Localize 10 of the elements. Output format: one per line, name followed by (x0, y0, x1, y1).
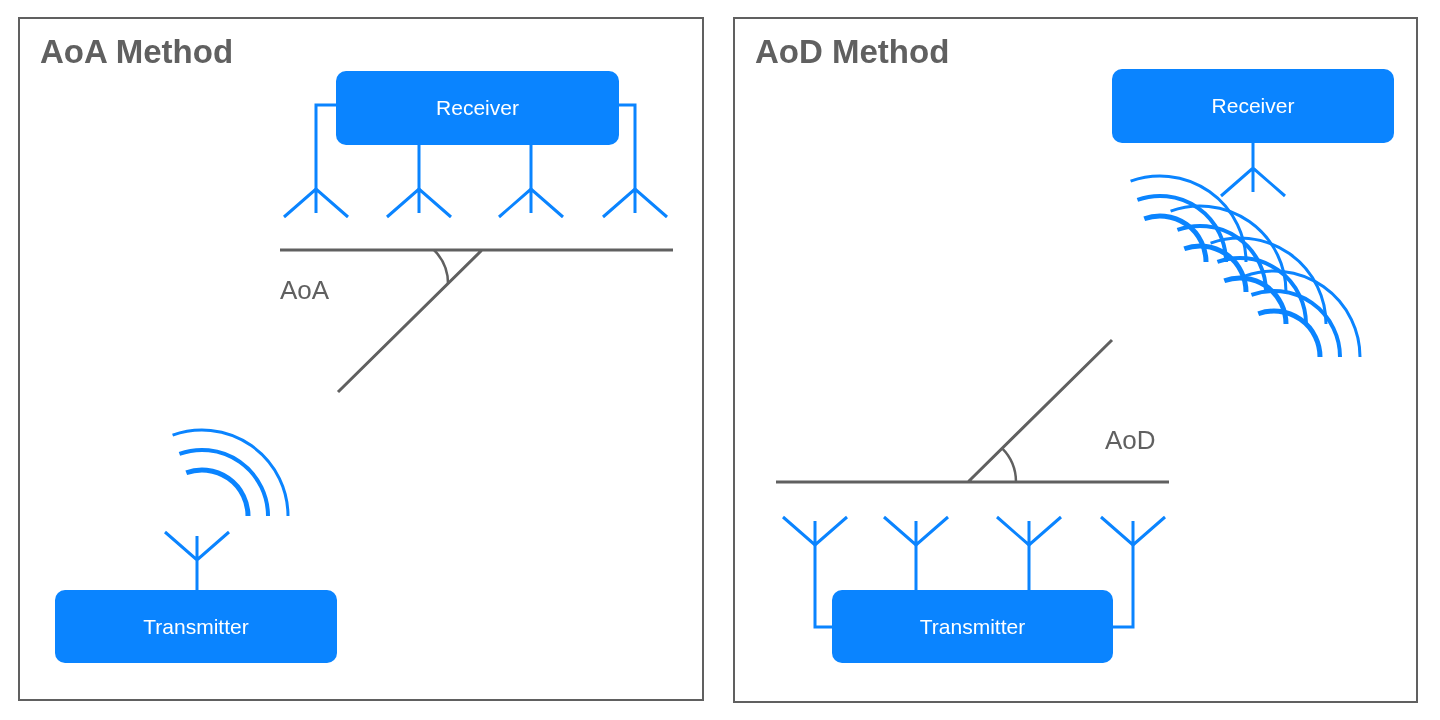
receiver-box: Receiver (336, 71, 619, 145)
transmitter-box: Transmitter (55, 590, 337, 663)
panel-heading: AoA Method (40, 33, 234, 71)
transmitter-box: Transmitter (832, 590, 1113, 663)
angle-label: AoD (1105, 425, 1156, 456)
panel (18, 17, 704, 701)
receiver-box: Receiver (1112, 69, 1394, 143)
panel (733, 17, 1418, 703)
angle-label: AoA (280, 275, 330, 306)
panel-heading: AoD Method (755, 33, 950, 71)
